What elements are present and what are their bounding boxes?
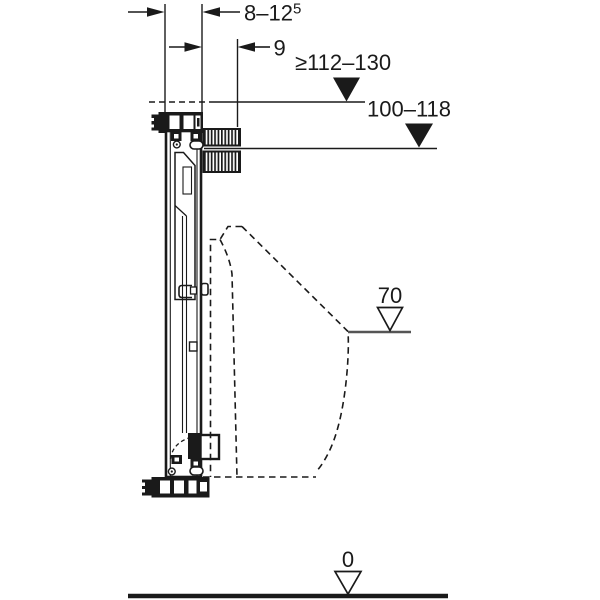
urinal-dashed-outline — [203, 225, 350, 478]
dim-label-top-offset: 8–125 — [244, 1, 301, 26]
pipe-swivel-arc — [169, 434, 201, 460]
arrowhead-left-icon — [237, 42, 255, 52]
dimension-8-125: 8–125 — [128, 1, 301, 26]
level-marker-112-130: ≥112–130 — [149, 50, 391, 103]
inlet-protection-sleeve — [202, 128, 241, 173]
mounting-bracket-top — [151, 112, 203, 133]
slot-icon — [189, 140, 204, 150]
bottom-fixing-hardware — [167, 455, 204, 476]
hanger-bolt-icon — [200, 282, 209, 296]
level-marker-100-118: 100–118 — [204, 97, 451, 150]
fixing-clip — [188, 341, 198, 352]
flush-assembly — [174, 151, 196, 433]
arrowhead-right-icon — [184, 42, 202, 52]
level-label-upper-range: ≥112–130 — [295, 50, 391, 75]
level-marker-filled-icon — [405, 123, 433, 148]
arrowhead-left-icon — [202, 7, 220, 17]
level-marker-open-icon — [376, 306, 404, 333]
level-label-floor: 0 — [342, 547, 354, 572]
level-marker-filled-icon — [333, 77, 360, 102]
mounting-bracket-bottom — [142, 477, 210, 498]
level-marker-floor: 0 — [128, 547, 448, 599]
slot-icon — [189, 466, 204, 476]
top-fixing-hardware — [171, 131, 204, 150]
arrowhead-right-icon — [147, 7, 165, 17]
extension-lines — [164, 4, 239, 127]
level-marker-open-icon — [333, 570, 363, 596]
level-label-rim: 70 — [378, 283, 402, 308]
dim-label-frame-depth: 9 — [274, 36, 286, 61]
level-label-lower-range: 100–118 — [367, 97, 451, 122]
level-marker-70: 70 — [348, 283, 411, 334]
dimension-9: 9 — [169, 36, 286, 61]
urinal-hanger-fixing — [178, 282, 209, 299]
